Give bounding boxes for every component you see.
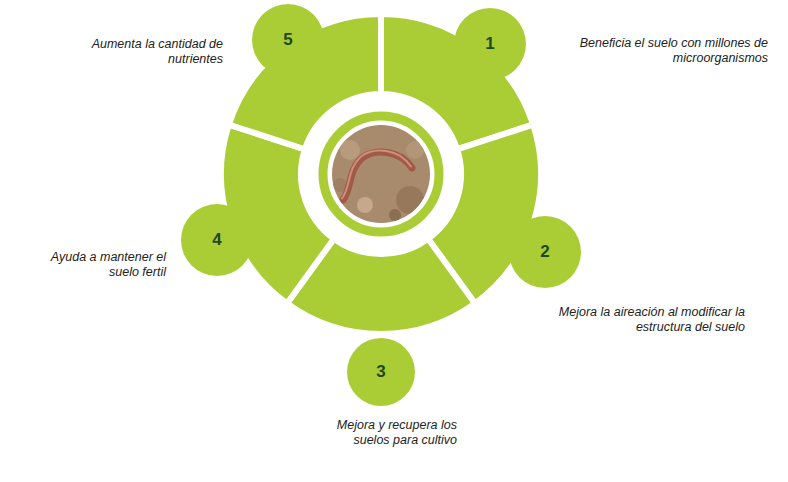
description-text: Beneficia el suelo con millones de micro… <box>533 36 768 66</box>
worm-photo <box>330 123 432 225</box>
callout-number: 4 <box>181 204 253 276</box>
callout-number: 2 <box>509 216 581 288</box>
callout-number: 5 <box>252 4 324 76</box>
number-badge: 1Beneficia el suelo con millones de micr… <box>454 8 526 80</box>
description-text: Aumenta la cantidad de nutrientes <box>58 37 223 67</box>
description-text: Mejora y recupera los suelos para cultiv… <box>319 418 457 448</box>
number-badge: 2Mejora la aireación al modificar la est… <box>509 216 581 288</box>
callout-number: 3 <box>347 338 415 406</box>
description-text: Ayuda a mantener el suelo fertil <box>24 250 166 280</box>
number-badge: 5Aumenta la cantidad de nutrientes <box>252 4 324 76</box>
description-text: Mejora la aireación al modificar la estr… <box>517 305 745 335</box>
number-badge: 4Ayuda a mantener el suelo fertil <box>181 204 253 276</box>
callout-number: 1 <box>454 8 526 80</box>
inner-ring <box>323 116 439 232</box>
number-badge: 3Mejora y recupera los suelos para culti… <box>347 338 415 406</box>
